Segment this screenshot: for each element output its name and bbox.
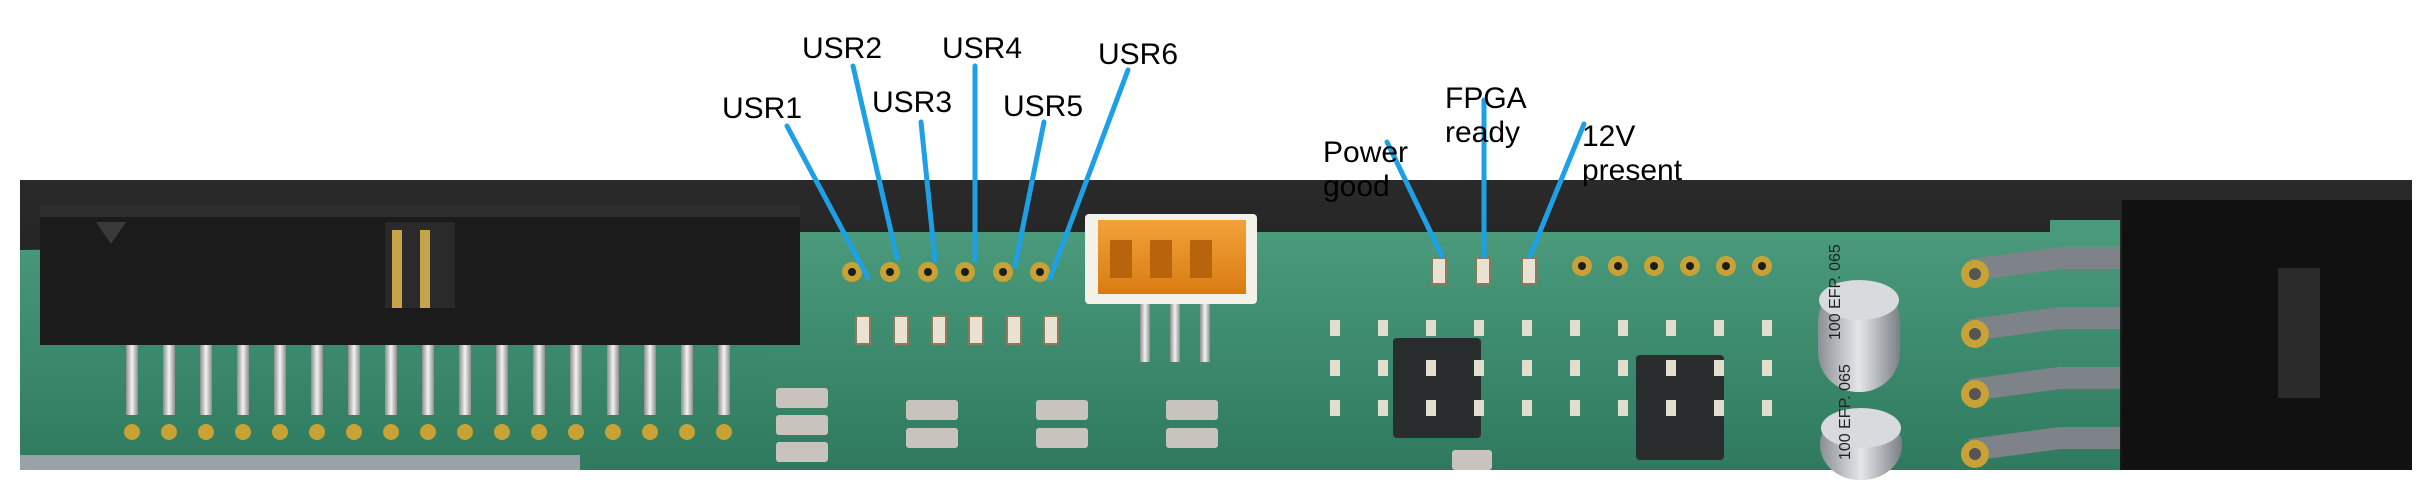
header-pins	[124, 345, 732, 440]
test-pads-right	[1572, 256, 1772, 276]
usr-leds	[855, 315, 1059, 345]
cap-top-marking: 100 EFP. 065	[1827, 244, 1844, 340]
ic-chip-2	[1636, 355, 1724, 460]
cap-bottom-marking: 100 EFP. 065	[1837, 364, 1854, 460]
orange-connector	[1085, 214, 1257, 362]
label-usr3: USR3	[872, 86, 953, 119]
leader-usr2	[850, 63, 900, 261]
capacitor-top	[1818, 280, 1900, 392]
test-pads	[842, 262, 1050, 282]
power-terminal	[1961, 200, 2412, 470]
capacitor-bottom	[1820, 408, 1902, 480]
label-usr4: USR4	[942, 32, 1023, 65]
label-usr5: USR5	[1003, 90, 1084, 123]
label-usr6: USR6	[1098, 38, 1179, 71]
ic-chip-1	[1393, 338, 1481, 438]
label-usr1: USR1	[722, 92, 803, 125]
leader-usr5	[1012, 119, 1047, 269]
leader-12v-present	[1527, 121, 1587, 259]
leader-power-good	[1384, 139, 1445, 259]
leader-usr3	[918, 119, 938, 263]
leader-usr1	[784, 123, 871, 281]
label-usr2: USR2	[802, 32, 883, 65]
leader-usr6	[1047, 67, 1131, 281]
smd-passives	[776, 388, 1492, 470]
